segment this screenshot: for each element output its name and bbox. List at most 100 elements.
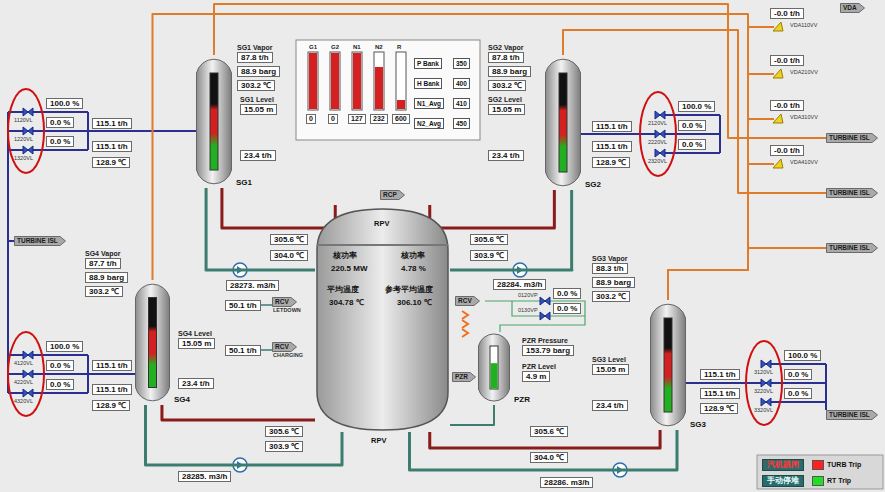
value-text: 305.6 ℃ — [474, 235, 504, 244]
value-box: 0.0 % — [678, 120, 706, 131]
value-text: 88.9 barg — [89, 273, 124, 282]
value-box: 0.0 % — [784, 388, 812, 399]
measure-label: PZR Pressure — [522, 337, 568, 345]
arrow-tag: TURBINE ISL — [826, 188, 878, 198]
trip-button: 手动停堆 — [762, 475, 804, 487]
value-box: 305.6 ℃ — [270, 234, 308, 245]
bar-label: G2 — [331, 44, 339, 51]
sg-outline — [196, 55, 232, 188]
sg-outline — [650, 300, 686, 430]
value-text: 305.6 ℃ — [269, 427, 299, 436]
rod-position-value: 600 — [392, 114, 410, 124]
value-text: 153.79 barg — [526, 346, 570, 355]
tag-text: TURBINE ISL — [829, 244, 870, 251]
value-text: 0.0 % — [50, 380, 70, 389]
hot-leg-pipe — [430, 190, 555, 228]
value-box: 115.1 t/h — [92, 360, 132, 371]
valve-tag: VDA310VV — [790, 114, 818, 120]
value-box: 4.9 m — [522, 371, 550, 382]
valve-symbol — [23, 351, 33, 359]
arrow-tag: TURBINE ISL — [826, 243, 878, 253]
rod-position-value: 0 — [306, 114, 316, 124]
rod-bank-field: 400 — [453, 78, 470, 89]
value-box: 303.9 ℃ — [470, 250, 508, 261]
vessel-name: SG1 — [236, 178, 252, 187]
value-text: 0.0 % — [788, 389, 808, 398]
valve-symbol — [655, 111, 665, 119]
value-box: 23.4 t/h — [488, 150, 524, 161]
value-text: 128.9 ℃ — [96, 401, 126, 410]
valve-symbol — [655, 130, 665, 138]
vessel-name: SG3 — [690, 420, 706, 429]
value-text: -0.0 t/h — [774, 146, 800, 155]
value-text: 100.0 % — [788, 351, 817, 360]
value-text: 0.0 % — [557, 304, 577, 313]
relief-valve-symbol — [773, 114, 783, 123]
value-box: 28285. m3/h — [178, 471, 231, 482]
valve-symbol — [761, 360, 771, 368]
value-text: 50.1 t/h — [229, 301, 257, 310]
value-text: 410 — [456, 100, 467, 107]
relief-valve-symbol — [773, 69, 783, 78]
pzr-outline — [478, 330, 510, 405]
value-box: 303.2 ℃ — [85, 286, 123, 297]
legend-text: TURB Trip — [827, 461, 861, 468]
value-text: 4.78 % — [401, 264, 426, 273]
value-box: 88.9 barg — [592, 277, 635, 288]
rod-position-value: 232 — [370, 114, 388, 124]
rod-position-value: 0 — [328, 114, 338, 124]
spray-line — [485, 301, 585, 332]
valve-symbol — [655, 149, 665, 157]
bar-label: N1 — [353, 44, 361, 51]
value-text: 304.78 ℃ — [329, 298, 364, 307]
value-box: 303.9 ℃ — [265, 441, 303, 452]
tag-text: TURBINE ISL — [829, 134, 870, 141]
tag-text: RCV — [275, 298, 289, 305]
valve-symbol — [23, 389, 33, 397]
pressurizer: PZR — [478, 330, 510, 405]
value-text: N1_Avg — [417, 100, 441, 107]
tag-text: VDA — [843, 4, 857, 11]
rod-bank-field: H Bank — [414, 78, 442, 89]
bar-label: G1 — [309, 44, 317, 51]
value-text: 100.0 % — [50, 99, 79, 108]
value-text: 115.1 t/h — [96, 142, 128, 151]
rod-position-value: 127 — [348, 114, 366, 124]
valve-tag: 3220VL — [754, 388, 773, 394]
value-text: 15.05 m — [244, 105, 273, 114]
legend-entry: RT Trip — [812, 476, 851, 486]
heater-marks — [462, 311, 468, 337]
valve-tag: VDA410VV — [790, 159, 818, 165]
bar-label: R — [397, 44, 401, 51]
value-box: -0.0 t/h — [770, 55, 804, 66]
measure-label: SG4 Vapor — [85, 250, 120, 258]
relief-valve-symbol — [773, 22, 783, 31]
valve-tag: 1320VL — [14, 155, 33, 161]
value-box: 115.1 t/h — [592, 121, 632, 132]
value-text: 303.2 ℃ — [492, 81, 522, 90]
rpv-outline — [315, 205, 450, 432]
cold-leg-pipe — [146, 405, 343, 465]
tag-text: RCV — [458, 297, 472, 304]
tag-text: PZR — [455, 373, 468, 380]
value-text: 23.4 t/h — [182, 379, 210, 388]
value-box: 0.0 % — [46, 117, 74, 128]
vessel-name: PZR — [514, 395, 530, 404]
rod-bank-field: N2_Avg — [414, 118, 444, 129]
valve-symbol — [23, 370, 33, 378]
value-text: 15.05 m — [492, 105, 521, 114]
valve-tag: VDA110VV — [790, 22, 817, 28]
vessel-text: RPV — [371, 436, 386, 445]
vessel-name: SG4 — [174, 395, 190, 404]
measure-label: SG2 Vapor — [488, 44, 523, 52]
value-text: 303.2 ℃ — [89, 287, 119, 296]
value-text: 28273. m3/h — [230, 281, 275, 290]
value-text: 15.05 m — [182, 339, 211, 348]
cold-leg-pipe — [450, 190, 572, 270]
value-text: 手动停堆 — [767, 476, 799, 485]
value-text: 88.9 barg — [241, 67, 276, 76]
value-box: 87.8 t/h — [488, 52, 524, 63]
value-box: 0.0 % — [46, 136, 74, 147]
value-box: -0.0 t/h — [770, 8, 804, 19]
value-text: 115.1 t/h — [704, 389, 736, 398]
